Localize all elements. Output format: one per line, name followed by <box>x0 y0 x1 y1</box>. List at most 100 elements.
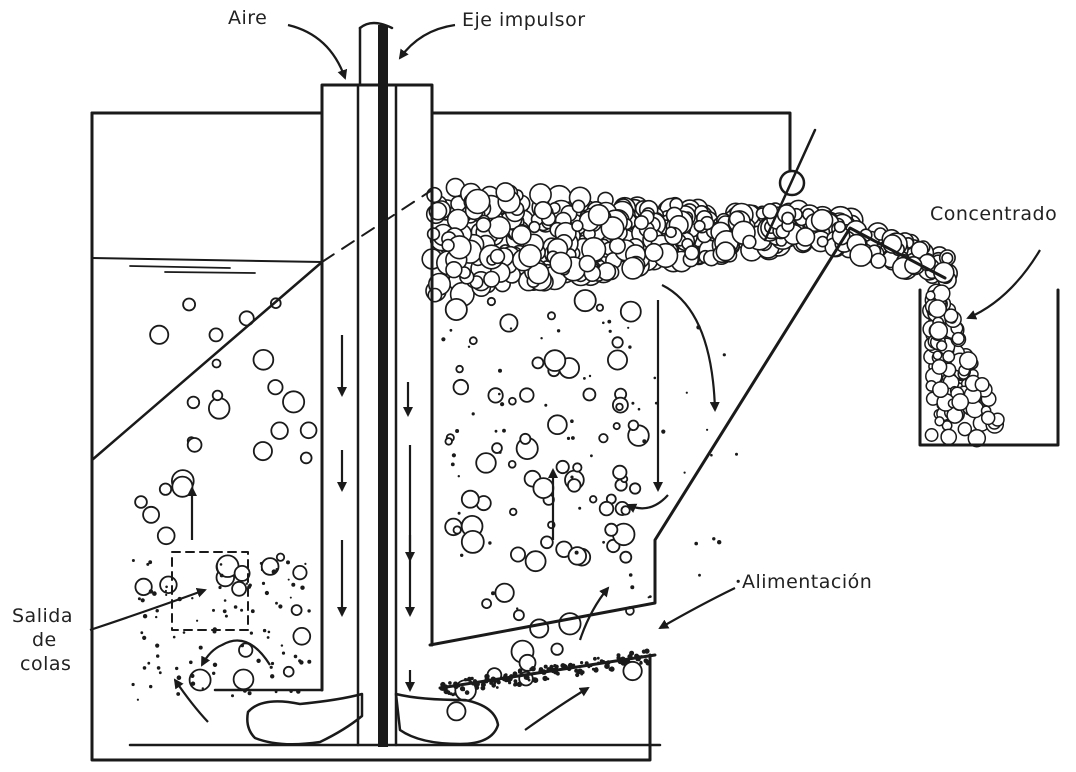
pulp-particle <box>737 580 740 583</box>
pulp-bubble <box>514 610 524 620</box>
pulp-bubble <box>551 644 562 655</box>
pulp-particle <box>717 540 721 544</box>
pulp-particle <box>607 320 611 324</box>
pulp-bubble <box>532 357 543 368</box>
tailing-particle <box>265 591 269 595</box>
pulp-particle <box>710 454 713 457</box>
tailing-particle <box>157 666 161 670</box>
pulp-bubble <box>614 423 620 429</box>
tailing-particle <box>275 602 278 605</box>
pulp-particle <box>589 375 591 377</box>
froth-bubble <box>666 227 676 237</box>
pulp-bubble <box>509 461 516 468</box>
pulp-bubble <box>613 466 626 479</box>
feed-particle <box>513 683 517 687</box>
pulp-bubble <box>520 388 534 402</box>
froth-bubble <box>835 222 846 233</box>
concentrate-bubble <box>930 322 947 339</box>
label-alimentacion: Alimentación <box>742 571 872 593</box>
tailing-particle <box>286 560 290 564</box>
tailing-particle <box>175 667 178 670</box>
pulp-bubble <box>254 350 274 370</box>
pulp-bubble <box>488 388 502 402</box>
pulp-bubble <box>520 434 530 444</box>
froth-bubble <box>550 252 571 273</box>
label-eje-impulsor: Eje impulsor <box>462 9 586 31</box>
pulp-particle <box>686 392 688 394</box>
pulp-bubble <box>445 438 452 445</box>
feed-particle <box>606 664 609 667</box>
concentrate-bubble <box>933 382 948 397</box>
feed-particle <box>580 673 583 676</box>
pulp-particle <box>698 574 701 577</box>
pulp-particle <box>590 454 593 457</box>
froth-layer <box>422 179 1004 447</box>
tailing-particle <box>276 568 279 571</box>
pulp-bubble <box>620 552 631 563</box>
pulp-bubble <box>456 366 463 373</box>
tailing-particle <box>268 631 271 634</box>
feed-particle <box>448 681 452 685</box>
tailing-particle <box>141 598 145 602</box>
pulp-particle <box>706 429 708 431</box>
froth-bubble <box>491 250 505 264</box>
tailing-particle <box>225 615 228 618</box>
tailing-particle <box>248 691 252 695</box>
feed-particle <box>530 666 535 671</box>
froth-bubble <box>743 236 756 249</box>
pulp-particle <box>472 412 475 415</box>
feed-particle <box>553 664 556 667</box>
froth-bubble <box>871 253 886 268</box>
pulp-particle <box>450 329 453 332</box>
tailing-particle <box>298 659 301 662</box>
feed-particle <box>644 649 649 654</box>
froth-bubble <box>685 246 699 260</box>
pulp-bubble <box>213 360 221 368</box>
water-ripple-1 <box>130 266 230 268</box>
pulp-bubble <box>600 502 614 516</box>
pulp-particle <box>631 402 634 405</box>
pulp-bubble <box>284 667 294 677</box>
tailing-particle <box>282 652 285 655</box>
concentrate-bubble <box>937 341 947 351</box>
froth-bubble <box>610 238 625 253</box>
froth-bubble <box>645 244 663 262</box>
column-inner <box>358 85 396 745</box>
pulp-particle <box>602 322 605 325</box>
drive-shaft <box>378 25 388 747</box>
pulp-bubble <box>541 536 553 548</box>
pulp-particle <box>570 419 574 423</box>
pulp-particle <box>491 591 495 595</box>
pulp-bubble <box>462 491 479 508</box>
tailing-particle <box>138 597 141 600</box>
froth-bubble <box>427 188 442 203</box>
tailing-particle <box>290 597 292 599</box>
concentrate-bubble <box>982 411 995 424</box>
tailing-particle <box>304 563 306 565</box>
froth-bubble <box>484 272 499 287</box>
pulp-bubble <box>488 298 495 305</box>
column-outer <box>322 85 432 690</box>
feed-particle <box>518 668 523 673</box>
froth-bubble <box>535 202 552 219</box>
tailing-particle <box>191 682 195 686</box>
concentrate-bubble <box>943 351 954 362</box>
feed-particle <box>481 686 486 691</box>
tailing-particle <box>256 659 260 663</box>
concentrate-bubble <box>960 352 977 369</box>
pulp-bubble <box>621 302 641 322</box>
pulp-particle <box>452 453 456 457</box>
pulp-particle <box>648 596 650 598</box>
froth-bubble <box>428 289 441 302</box>
pulp-bubble <box>277 554 284 561</box>
froth-bubble <box>850 244 872 266</box>
froth-bubble <box>572 221 583 232</box>
pulp-particle <box>642 439 646 443</box>
pulp-bubble <box>569 547 587 565</box>
concentrate-bubble <box>925 429 937 441</box>
pulp-bubble <box>573 463 581 471</box>
tailing-particle <box>267 636 270 639</box>
air-column <box>322 23 432 747</box>
pulp-particle <box>661 430 665 434</box>
